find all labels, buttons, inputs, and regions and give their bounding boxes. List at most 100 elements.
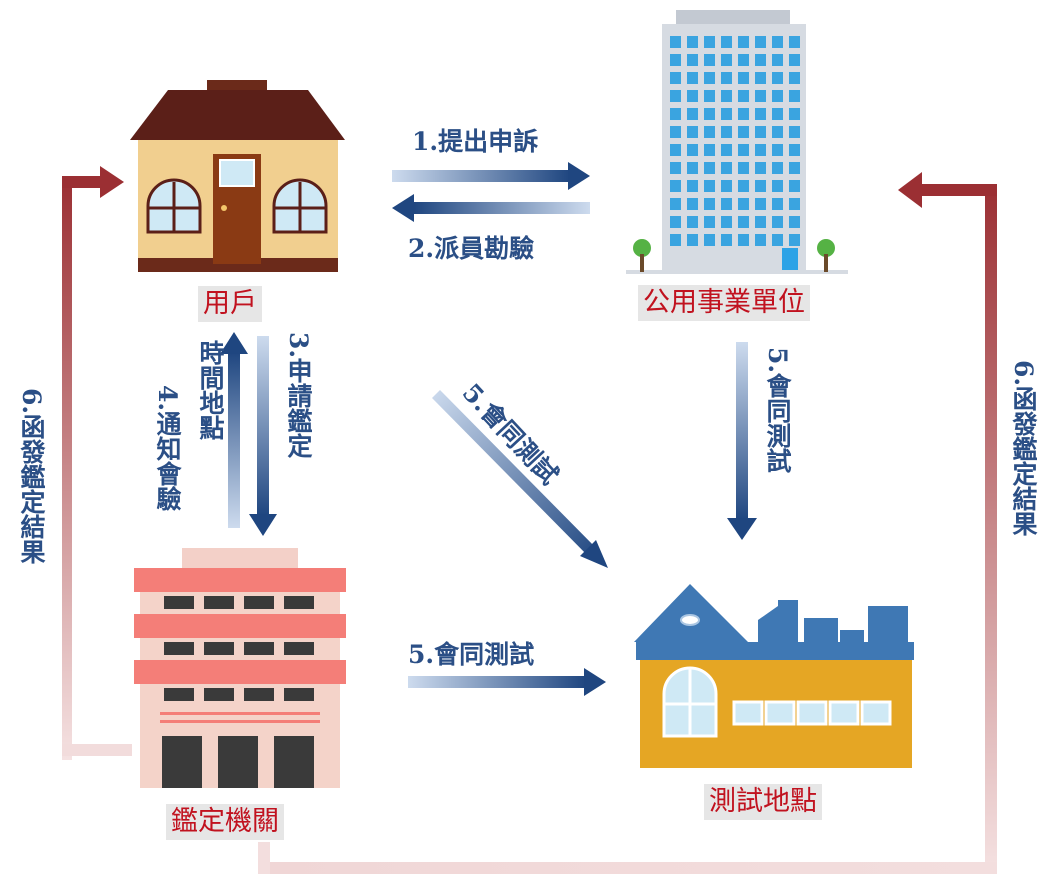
node-label-user: 用戶 [198,286,262,322]
tower-window [704,108,715,120]
tower-window [738,234,749,246]
tower-window [738,90,749,102]
arrow-utility-to-user [392,194,590,222]
result-loop-right [258,172,997,874]
tower-window [789,198,800,210]
agency-window [244,596,274,609]
tower-window [687,234,698,246]
tower-window [738,36,749,48]
tower-window [687,162,698,174]
tower-window [789,108,800,120]
tower-window [738,72,749,84]
tower-window [738,54,749,66]
tower-window [670,72,681,84]
agency-window [284,596,314,609]
tower-window [721,54,732,66]
tower-window [721,108,732,120]
tower-window [755,72,766,84]
agency-window [164,596,194,609]
tower-window [789,180,800,192]
tower-window [721,144,732,156]
arrow-user-to-test-site [432,390,608,568]
agency-building-icon [134,548,346,788]
tower-window [755,162,766,174]
tower-window [704,72,715,84]
tower-window [670,216,681,228]
agency-window [164,688,194,701]
tower-window [789,216,800,228]
tower-window [721,180,732,192]
node-label-test-site: 測試地點 [704,784,822,820]
tower-window [721,234,732,246]
tower-window [704,90,715,102]
tower-window [755,36,766,48]
tower-window [704,54,715,66]
node-label-agency: 鑑定機關 [166,804,284,840]
tower-window [772,198,783,210]
tower-window [687,36,698,48]
tower-window [670,180,681,192]
tower-window [704,198,715,210]
agency-window [204,642,234,655]
tower-window [738,198,749,210]
tower-window [721,72,732,84]
tower-window [704,126,715,138]
tower-window [738,180,749,192]
agency-window [244,688,274,701]
step-5-agency-label: 5.會同測試 [408,640,535,669]
office-building-icon [626,10,848,274]
step-6-left-label: 6.函發鑑定結果 [17,388,46,565]
tower-window [789,162,800,174]
tower-window [789,144,800,156]
tower-window [704,144,715,156]
tower-window [721,162,732,174]
tower-window [687,90,698,102]
tower-window [755,234,766,246]
tower-window [789,126,800,138]
tower-window [738,108,749,120]
tower-window [670,234,681,246]
arrow-user-to-agency [249,336,277,536]
tower-window [772,216,783,228]
step-1-label: 1.提出申訴 [412,127,539,156]
arrow-agency-to-user [220,332,248,528]
step-4-label-line1: 4.通知會驗 [153,385,182,512]
tower-window [704,36,715,48]
tower-window [772,126,783,138]
arrow-utility-to-test-site [727,342,757,540]
tower-window [755,216,766,228]
step-6-right-label: 6.函發鑑定結果 [1009,360,1038,537]
agency-window [284,642,314,655]
tower-window [789,234,800,246]
tower-window [755,180,766,192]
tower-window [704,216,715,228]
tower-window [687,216,698,228]
tower-window [772,54,783,66]
tower-window [755,198,766,210]
tower-window [789,36,800,48]
house-icon [130,80,345,272]
tower-window [721,198,732,210]
tower-window [772,72,783,84]
tower-window [772,180,783,192]
step-5-utility-label: 5.會同測試 [763,347,792,474]
tower-window [772,108,783,120]
tower-window [721,36,732,48]
step-4-label-line2: 時間地點 [196,340,225,440]
tower-window [704,180,715,192]
step-2-label: 2.派員勘驗 [408,234,535,263]
tower-window [755,90,766,102]
tower-window [670,144,681,156]
tower-window [687,144,698,156]
tower-window [704,162,715,174]
tower-window [704,234,715,246]
tower-window [738,162,749,174]
tower-window [738,126,749,138]
tower-window [789,72,800,84]
tower-window [738,216,749,228]
node-label-utility: 公用事業單位 [638,285,810,321]
tower-window [755,126,766,138]
tower-window [687,108,698,120]
tower-window [772,144,783,156]
agency-window [204,688,234,701]
